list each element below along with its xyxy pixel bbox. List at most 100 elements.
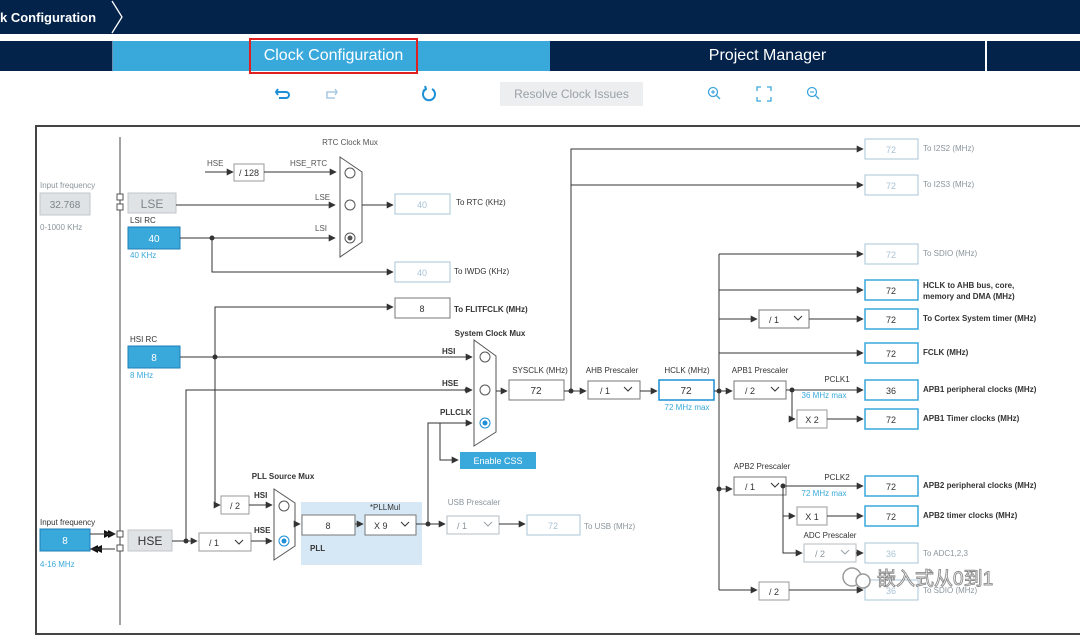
chevron-down-icon (770, 482, 780, 488)
chevron-down-icon (623, 386, 633, 392)
rtc-lse-label: LSE (315, 193, 330, 202)
pll-mul-label: *PLLMul (370, 503, 400, 512)
hclk-ahb-output-box (864, 279, 919, 301)
sysmux-radio-hse[interactable] (479, 384, 491, 396)
apb1-timer-output-box (864, 408, 919, 430)
iwdg-output-box (394, 261, 451, 283)
connector-port (116, 530, 124, 538)
hclk-value: 72 (680, 386, 692, 397)
cortex-prescaler-value: / 1 (769, 315, 779, 325)
sdio2-output-label: To SDIO (MHz) (923, 586, 978, 595)
pllsrc-div2: / 2 (230, 501, 240, 511)
hsi-unit: 8 MHz (130, 371, 153, 380)
adc-output-box (864, 542, 919, 564)
rtc-mux-label: RTC Clock Mux (322, 138, 378, 147)
ahb-prescaler-label: AHB Prescaler (586, 366, 639, 375)
chevron-down-icon (840, 549, 850, 555)
cortex-prescaler-select[interactable] (758, 309, 810, 329)
hse-prediv-select[interactable] (198, 532, 252, 552)
sysclk-mux-label: System Clock Mux (455, 329, 526, 338)
pllsrc-hse-label: HSE (254, 526, 271, 535)
rtc-mux-radio-hse[interactable] (344, 167, 356, 179)
enable-css-button[interactable] (460, 452, 536, 469)
pllsrc-radio-hsi[interactable] (278, 500, 290, 512)
hclk-input[interactable] (658, 379, 715, 401)
cortex-output-value: 72 (886, 315, 896, 325)
apb1-timer-output-label: APB1 Timer clocks (MHz) (923, 414, 1020, 423)
hse-prediv-value: / 1 (209, 538, 219, 548)
i2s3-output-value: 72 (886, 181, 896, 191)
sdio-div: / 2 (769, 587, 779, 597)
hse-range: 4-16 MHz (40, 560, 75, 569)
highlight-box (249, 38, 418, 74)
sysmux-radio-hsi[interactable] (479, 351, 491, 363)
rtc-div: / 128 (239, 168, 259, 178)
tab-divider (112, 41, 113, 71)
apb2-periph-output-box (864, 475, 919, 497)
chevron-down-icon (234, 539, 244, 545)
lse-input-label: Input frequency (40, 181, 95, 190)
i2s2-output-label: To I2S2 (MHz) (923, 144, 974, 153)
hsi-label: HSI RC (130, 335, 157, 344)
usb-prescaler-select[interactable] (446, 515, 500, 535)
fit-icon[interactable] (756, 86, 772, 102)
pll-input-value: 8 (325, 521, 330, 531)
lse-label: LSE (141, 197, 164, 211)
apb2-max: 72 MHz max (802, 489, 847, 498)
apb2-prescaler-label: APB2 Prescaler (734, 462, 791, 471)
hse-input-box[interactable] (39, 528, 91, 552)
tab-divider (985, 41, 987, 71)
refresh-icon[interactable] (420, 85, 438, 103)
redo-icon[interactable] (323, 86, 341, 102)
breadcrumb-item[interactable]: k Configuration (0, 10, 97, 25)
zoom-in-icon[interactable] (707, 86, 723, 102)
pll-source-mux-label: PLL Source Mux (252, 472, 315, 481)
hclk-ahb-output-label: HCLK to AHB bus, core, (923, 281, 1014, 290)
tab-clock-configuration[interactable] (113, 41, 550, 71)
adc-prescaler-value: / 2 (815, 549, 825, 559)
usb-output-value: 72 (548, 521, 558, 531)
pll-mul-value: X 9 (374, 521, 388, 531)
apb1-periph-output-box (864, 379, 919, 401)
watermark: 嵌入式从0到1 (842, 567, 994, 590)
adc-prescaler-select[interactable] (803, 543, 857, 563)
rtc-hse-rtc: HSE_RTC (290, 159, 327, 168)
pll-source-mux (273, 488, 296, 561)
flitfclk-output-box (394, 297, 451, 319)
apb1-timer-mul: X 2 (805, 415, 819, 425)
fclk-output-value: 72 (886, 349, 896, 359)
connector-port (116, 203, 124, 211)
zoom-out-icon[interactable] (806, 86, 822, 102)
pclk2-label: PCLK2 (824, 473, 850, 482)
rtc-mux-radio-lse[interactable] (344, 199, 356, 211)
hse-label: HSE (138, 534, 163, 548)
breadcrumb-chevron-icon (111, 0, 123, 34)
i2s2-output-value: 72 (886, 145, 896, 155)
chevron-down-icon (483, 521, 493, 527)
pll-mul-select[interactable] (364, 514, 417, 536)
lse-input-box[interactable] (39, 192, 91, 216)
fclk-output-box (864, 342, 919, 364)
apb1-periph-output-label: APB1 peripheral clocks (MHz) (923, 385, 1037, 394)
lsi-label: LSI RC (130, 216, 156, 225)
undo-icon[interactable] (274, 86, 292, 102)
lse-box (127, 192, 177, 214)
tab-project-manager[interactable]: Project Manager (708, 47, 827, 64)
resolve-clock-issues-button[interactable]: Resolve Clock Issues (500, 82, 643, 106)
tab-clock-configuration-label[interactable]: Clock Configuration (263, 47, 404, 64)
fclk-output-label: FCLK (MHz) (923, 348, 969, 357)
apb2-timer-output-box (864, 505, 919, 527)
apb2-prescaler-select[interactable] (733, 476, 787, 496)
chevron-down-icon (400, 521, 410, 527)
connector-port (116, 193, 124, 201)
apb2-timer-output-label: APB2 timer clocks (MHz) (923, 511, 1018, 520)
ahb-prescaler-select[interactable] (587, 380, 641, 400)
sysclk-label: SYSCLK (MHz) (512, 366, 568, 375)
sysmux-pllclk-label: PLLCLK (440, 408, 472, 417)
apb1-prescaler-select[interactable] (733, 380, 787, 400)
rtc-output-label: To RTC (KHz) (456, 198, 506, 207)
apb1-prescaler-label: APB1 Prescaler (732, 366, 789, 375)
rtc-output-box (394, 193, 451, 215)
apb1-max: 36 MHz max (802, 391, 847, 400)
